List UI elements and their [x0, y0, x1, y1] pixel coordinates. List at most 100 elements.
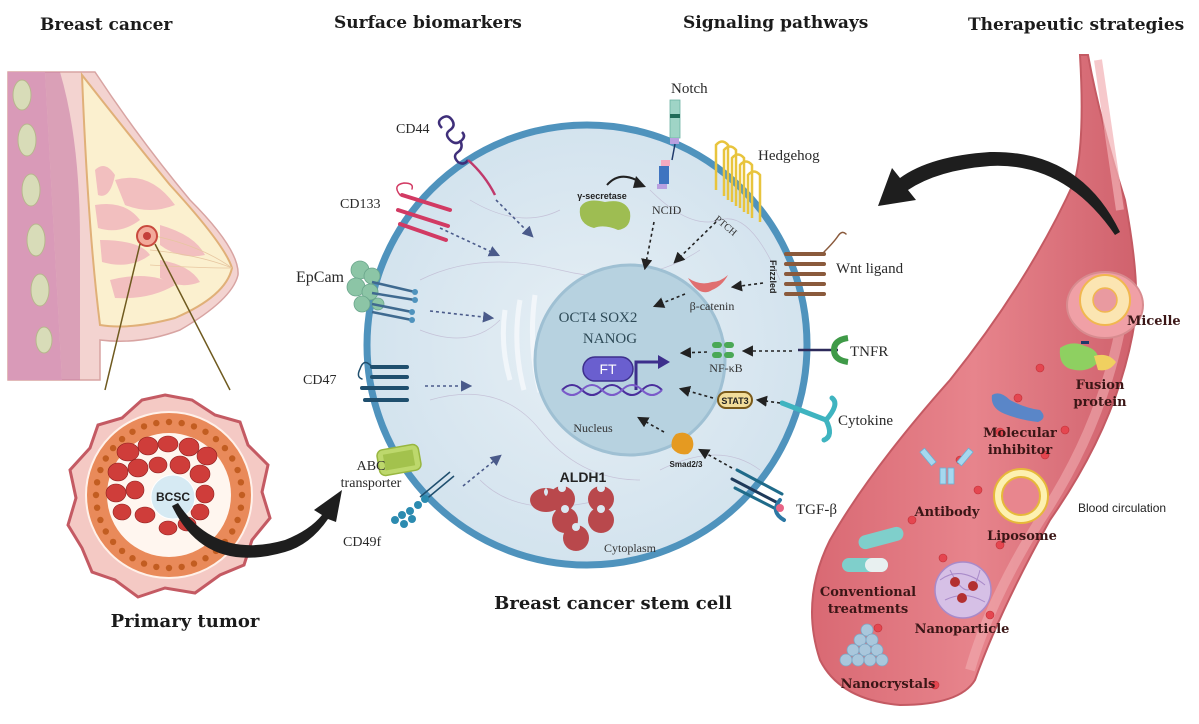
red-blood-cell [973, 485, 983, 495]
micelle-label: Micelle [1127, 314, 1181, 329]
conventional-treatments-label-line2: treatments [828, 602, 908, 617]
notch-label: Notch [671, 81, 708, 97]
epithelial-cell-nucleus [109, 444, 117, 452]
wnt-frizzled-receptor [784, 231, 847, 296]
epcam-receptor [346, 260, 418, 323]
stat3-badge [717, 391, 753, 409]
header-breast-cancer: Breast cancer [40, 15, 173, 35]
red-blood-cell [995, 540, 1005, 550]
therapy-to-cell-arrow [878, 151, 1120, 235]
red-blood-cell [873, 623, 883, 633]
aldh1-enzymes [530, 484, 614, 551]
biomarker-cd49f-label: CD49f [343, 535, 381, 550]
epithelial-cell-nucleus [93, 479, 101, 486]
beta-catenin-label: β-catenin [690, 299, 735, 313]
antibody-label: Antibody [914, 505, 980, 520]
molecular-inhibitor-label-line1: Molecular [983, 426, 1057, 441]
epithelial-cell-nucleus [153, 563, 160, 571]
red-blood-cell [1060, 425, 1070, 435]
red-blood-cell [938, 553, 948, 563]
epithelial-cell-nucleus [92, 491, 100, 499]
fusion-protein-label-line2: protein [1073, 395, 1127, 410]
epithelial-cell-nucleus [202, 555, 209, 562]
abc-transporter [376, 443, 422, 477]
epithelial-cell-nucleus [212, 435, 220, 443]
epithelial-cell-nucleus [238, 491, 246, 499]
breast-anatomy-illustration [7, 71, 239, 391]
epithelial-cell-nucleus [237, 504, 245, 511]
tgfb-receptor [730, 468, 786, 522]
blood-vessel [811, 54, 1144, 707]
epithelial-cell-nucleus [97, 516, 104, 524]
bcsc-to-cell-arrow [172, 490, 342, 558]
epithelial-cell-nucleus [190, 423, 198, 430]
beta-catenin-arrow [652, 293, 686, 308]
tgfb-arrow [698, 448, 733, 469]
header-signaling-pathways: Signaling pathways [683, 13, 868, 33]
molecular-inhibitor-icon [991, 393, 1044, 422]
nfkb-arrow [679, 347, 708, 359]
epithelial-cell-nucleus [129, 428, 136, 435]
nanoparticle-icon [934, 561, 992, 619]
abc-arrow [462, 454, 502, 487]
epithelial-cell-nucleus [118, 547, 126, 555]
primary-tumor-caption: Primary tumor [111, 611, 260, 632]
smad-label: Smad2/3 [670, 460, 703, 469]
biomarker-cd133-label: CD133 [340, 197, 380, 212]
nanocrystals-icon [839, 623, 889, 667]
tnfr-label: TNFR [850, 344, 888, 360]
stat3-label: STAT3 [721, 396, 748, 406]
biomarker-epcam-label: EpCam [296, 269, 345, 286]
transcription-factor-complex [561, 355, 670, 396]
notch-receptor [657, 99, 681, 189]
red-blood-cell [1040, 450, 1050, 460]
epithelial-cell-nucleus [129, 555, 136, 562]
tnfr-receptor [798, 335, 849, 365]
ncid-label: NCID [652, 203, 682, 217]
biomarker-abc-label-line2: transporter [341, 476, 402, 491]
ft-label: FT [599, 361, 617, 377]
cd44-receptor [437, 115, 497, 196]
nanoparticle-label: Nanoparticle [915, 622, 1010, 637]
red-blood-cell [995, 427, 1005, 437]
cytokine-receptor [779, 395, 838, 443]
hedgehog-label: Hedgehog [758, 148, 820, 164]
biomarker-abc-label-line1: ABC [357, 459, 386, 474]
fusion-protein-label-line1: Fusion [1076, 378, 1125, 393]
liposome-icon [993, 468, 1049, 524]
epithelial-cell-nucleus [237, 479, 245, 486]
biomarker-cd44-label: CD44 [396, 122, 429, 137]
cd133-arrow [439, 227, 501, 257]
beta-catenin-protein [688, 275, 728, 293]
bcsc-label: BCSC [156, 490, 190, 504]
tf-line2: NANOG [583, 331, 637, 347]
epithelial-cell-nucleus [234, 516, 241, 524]
nanocrystals-label: Nanocrystals [841, 677, 936, 692]
epithelial-cell-nucleus [140, 423, 148, 430]
epithelial-cell-nucleus [102, 455, 109, 462]
gamma-secretase-enzyme [579, 175, 646, 230]
cytokine-label: Cytokine [838, 413, 893, 429]
cytokine-arrow [755, 395, 781, 407]
frizzled-arrow [730, 280, 764, 292]
conventional-treatments-label-line1: Conventional [820, 585, 916, 600]
tf-line1: OCT4 SOX2 [559, 310, 638, 326]
epithelial-cell-nucleus [190, 560, 198, 567]
smad-protein [671, 432, 694, 455]
tgfb-label: TGF-β [796, 502, 837, 518]
blood-circulation-label: Blood circulation [1078, 501, 1166, 515]
gamma-secretase-label: γ-secretase [577, 191, 627, 201]
epithelial-cell-nucleus [165, 564, 173, 572]
epcam-arrow [429, 310, 495, 323]
molecular-inhibitor-label-line2: inhibitor [988, 443, 1052, 458]
epithelial-cell-nucleus [229, 455, 236, 462]
cd44-arrow [495, 199, 534, 238]
epithelial-cell-nucleus [178, 563, 185, 571]
red-blood-cell [1035, 363, 1045, 373]
epithelial-cell-nucleus [153, 419, 160, 427]
epithelial-cell-nucleus [229, 528, 236, 535]
header-therapeutic-strategies: Therapeutic strategies [968, 15, 1184, 35]
antibody-icon [919, 447, 974, 485]
smad-arrow [637, 416, 665, 433]
